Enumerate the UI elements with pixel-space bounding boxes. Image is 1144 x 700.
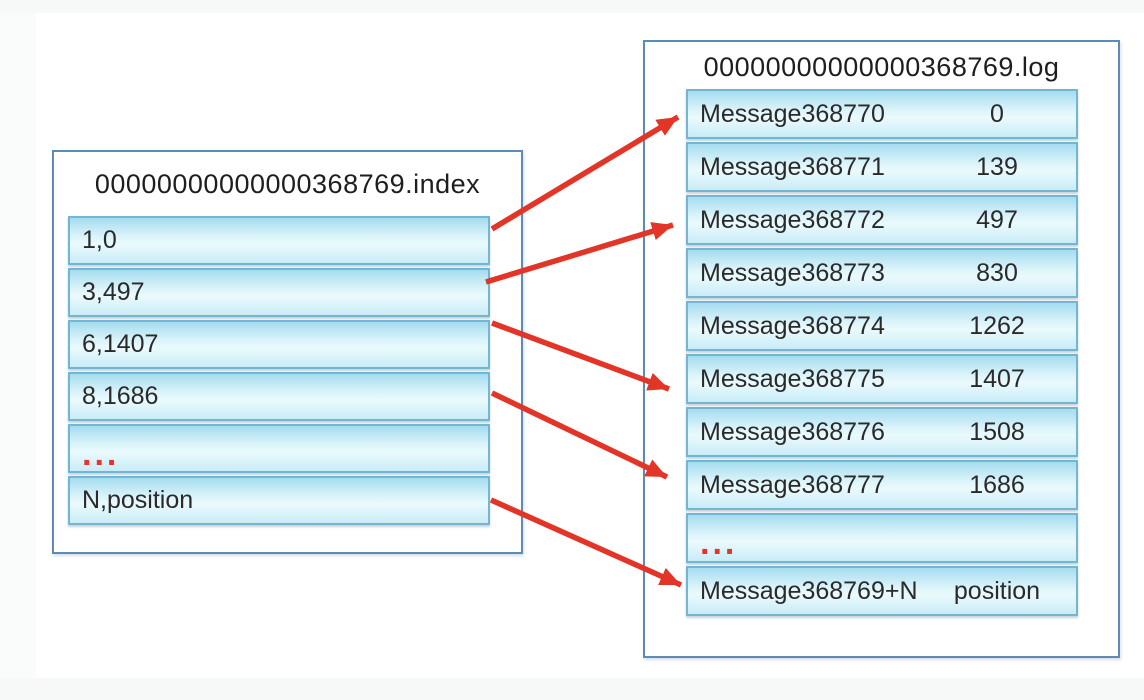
log-message-name: Message368770 <box>700 99 885 128</box>
log-row: Message368774 1262 <box>686 301 1078 351</box>
index-row: 3,497 <box>68 268 490 317</box>
page-background-strip <box>0 0 1144 13</box>
log-file-title: 00000000000000368769.log <box>703 52 1060 82</box>
log-message-offset: 830 <box>976 258 1018 287</box>
log-row: Message368772 497 <box>686 195 1078 245</box>
log-message-name: Message368774 <box>700 311 885 340</box>
log-row-ellipsis: ... <box>686 513 1078 563</box>
page-background-strip <box>0 678 1144 700</box>
index-entry-label: 6,1407 <box>82 330 159 358</box>
log-row: Message368777 1686 <box>686 460 1078 510</box>
log-message-offset: 1508 <box>969 417 1025 446</box>
log-message-name: Message368771 <box>700 152 885 181</box>
ellipsis-dots: ... <box>82 434 120 473</box>
log-message-name: Message368773 <box>700 258 885 287</box>
log-message-name: Message368772 <box>700 205 885 234</box>
index-row: 6,1407 <box>68 320 490 369</box>
log-message-offset: 1686 <box>969 470 1025 499</box>
index-entry-label: 3,497 <box>82 278 145 306</box>
index-row: 1,0 <box>68 216 490 265</box>
index-entry-label: N,position <box>82 486 194 514</box>
index-row: N,position <box>68 476 490 525</box>
index-file-box: 00000000000000368769.index 1,0 3,497 6,1… <box>52 150 523 554</box>
log-row: Message368773 830 <box>686 248 1078 298</box>
log-message-offset: 1262 <box>969 311 1025 340</box>
page-background-strip <box>0 13 36 678</box>
log-message-name: Message368769+N <box>700 576 918 605</box>
ellipsis-dots: ... <box>700 524 738 562</box>
log-message-name: Message368776 <box>700 417 885 446</box>
log-message-offset: position <box>953 576 1041 605</box>
index-file-title: 00000000000000368769.index <box>94 169 481 199</box>
log-message-offset: 139 <box>976 152 1018 181</box>
index-file-rows: 1,0 3,497 6,1407 8,1686 ... N,position <box>68 216 490 528</box>
log-file-box: 00000000000000368769.log Message368770 0… <box>643 40 1120 658</box>
log-message-offset: 0 <box>990 99 1004 128</box>
log-row: Message368771 139 <box>686 142 1078 192</box>
index-row: 8,1686 <box>68 372 490 421</box>
index-entry-label: 1,0 <box>82 226 117 254</box>
log-message-name: Message368777 <box>700 470 885 499</box>
log-file-rows: Message368770 0 Message368771 139 Messag… <box>686 89 1078 619</box>
log-row: Message368776 1508 <box>686 407 1078 457</box>
log-message-name: Message368775 <box>700 364 885 393</box>
log-message-offset: 1407 <box>969 364 1025 393</box>
index-row-ellipsis: ... <box>68 424 490 473</box>
index-entry-label: 8,1686 <box>82 382 159 410</box>
log-row: Message368769+N position <box>686 566 1078 616</box>
log-row: Message368775 1407 <box>686 354 1078 404</box>
log-message-offset: 497 <box>976 205 1018 234</box>
log-row: Message368770 0 <box>686 89 1078 139</box>
